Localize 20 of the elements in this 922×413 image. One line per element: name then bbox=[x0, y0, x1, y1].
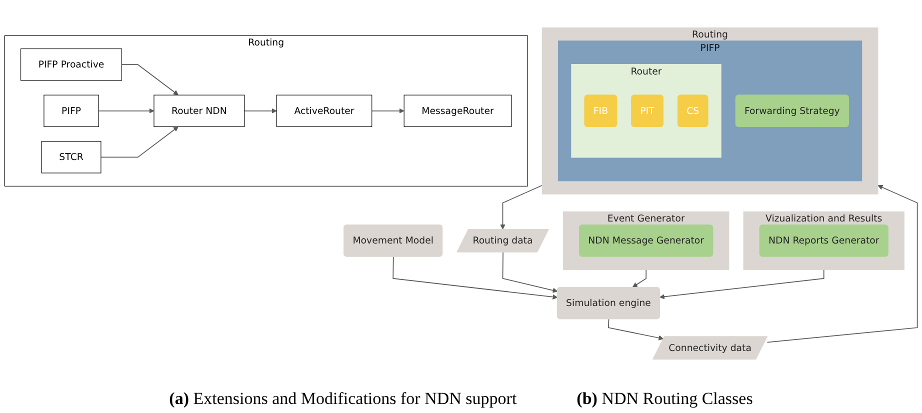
arrow bbox=[371, 108, 404, 114]
arrow bbox=[500, 184, 543, 230]
arrow bbox=[766, 184, 918, 343]
node-box: ActiveRouter bbox=[276, 94, 372, 127]
arrow bbox=[632, 269, 647, 288]
arrow bbox=[392, 256, 558, 300]
arrow bbox=[244, 108, 277, 114]
node-box: STCR bbox=[41, 141, 102, 174]
figure-caption: (b) NDN Routing Classes bbox=[576, 389, 753, 409]
arrow bbox=[121, 64, 178, 96]
arrow bbox=[659, 269, 824, 300]
arrow bbox=[502, 252, 558, 293]
arrow bbox=[608, 318, 664, 340]
arrow bbox=[98, 108, 154, 114]
figure-caption: (a) Extensions and Modifications for NDN support bbox=[169, 389, 517, 409]
node-box: MessageRouter bbox=[404, 94, 512, 127]
node-box: Router NDN bbox=[154, 94, 245, 127]
node-box: PIFP bbox=[44, 94, 99, 127]
arrow bbox=[100, 126, 178, 158]
node-box: PIFP Proactive bbox=[20, 48, 122, 81]
